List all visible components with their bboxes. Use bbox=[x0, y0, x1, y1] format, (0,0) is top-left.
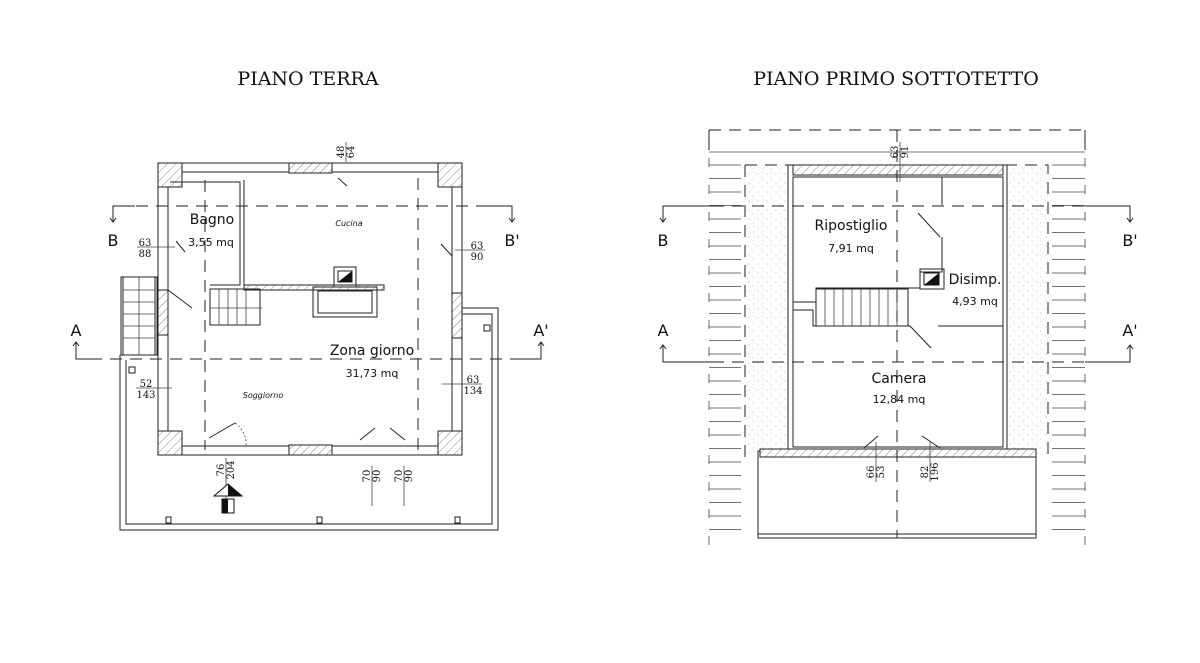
svg-text:63: 63 bbox=[139, 238, 152, 249]
opening-dimension: 82 196 bbox=[920, 442, 941, 482]
section-label-a-prime: A' bbox=[533, 321, 548, 340]
opening-dimension: 63 90 bbox=[455, 241, 485, 263]
svg-text:48: 48 bbox=[336, 146, 347, 159]
opening-dimension: 63 91 bbox=[890, 142, 911, 182]
wall-pillar bbox=[288, 444, 333, 456]
section-label-a: A bbox=[658, 321, 669, 340]
opening-dimension: 48 64 bbox=[336, 142, 357, 162]
opening-dimension: 63 134 bbox=[442, 375, 483, 397]
interior-stairs bbox=[209, 288, 262, 326]
svg-text:91: 91 bbox=[900, 146, 911, 159]
entrance-marker-icon bbox=[212, 483, 244, 514]
svg-text:63: 63 bbox=[890, 146, 901, 159]
ground-floor-plan: B B' A A' Bagno 3,55 mq Cucina Zona gior… bbox=[71, 142, 549, 531]
opening-dimension: 70 90 bbox=[394, 466, 415, 506]
room-label-disimpegno: Disimp. bbox=[949, 272, 1002, 288]
ground-floor-title: PIANO TERRA bbox=[237, 68, 378, 90]
svg-text:66: 66 bbox=[866, 466, 877, 479]
room-area-bagno: 3,55 mq bbox=[188, 236, 234, 249]
kitchen-partition bbox=[243, 180, 380, 286]
room-label-camera: Camera bbox=[872, 371, 927, 387]
room-area-camera: 12,84 mq bbox=[873, 393, 926, 406]
corner-pillar bbox=[437, 162, 463, 188]
opening-dimension: 70 90 bbox=[362, 466, 383, 506]
svg-text:143: 143 bbox=[136, 390, 155, 401]
wall-hatch bbox=[792, 164, 1004, 176]
svg-text:82: 82 bbox=[920, 466, 931, 479]
room-label-cucina: Cucina bbox=[335, 219, 362, 228]
corner-pillar bbox=[157, 162, 183, 188]
svg-text:90: 90 bbox=[471, 252, 484, 263]
fireplace bbox=[312, 266, 378, 318]
svg-text:63: 63 bbox=[471, 241, 484, 252]
opening-dimension: 63 88 bbox=[137, 238, 175, 260]
eaves-right bbox=[1007, 165, 1048, 455]
section-label-b-prime: B' bbox=[1122, 231, 1137, 250]
svg-text:196: 196 bbox=[930, 462, 941, 481]
entrance-door[interactable] bbox=[208, 422, 236, 439]
exterior-stairs bbox=[120, 276, 158, 356]
svg-text:70: 70 bbox=[362, 470, 373, 483]
room-label-ripostiglio: Ripostiglio bbox=[815, 218, 888, 234]
first-floor-title: PIANO PRIMO SOTTOTETTO bbox=[753, 68, 1039, 90]
chimney-icon bbox=[924, 273, 939, 285]
terrace bbox=[119, 307, 499, 531]
wall-pillar bbox=[451, 292, 463, 339]
room-area-ripostiglio: 7,91 mq bbox=[828, 242, 874, 255]
corner-pillar bbox=[437, 430, 463, 456]
svg-text:204: 204 bbox=[226, 460, 237, 479]
room-label-bagno: Bagno bbox=[190, 212, 235, 228]
first-floor-plan: B B' A A' Ripostiglio 7,91 mq Disimp. 4,… bbox=[658, 129, 1138, 545]
camera-partition bbox=[793, 309, 1003, 327]
svg-text:76: 76 bbox=[216, 464, 227, 477]
section-label-b-prime: B' bbox=[504, 231, 519, 250]
svg-text:90: 90 bbox=[372, 470, 383, 483]
svg-text:70: 70 bbox=[394, 470, 405, 483]
section-label-a-prime: A' bbox=[1122, 321, 1137, 340]
svg-text:53: 53 bbox=[876, 466, 887, 479]
section-label-b: B bbox=[108, 231, 119, 250]
opening-dimension: 52 143 bbox=[136, 379, 172, 401]
wall-hatch bbox=[759, 448, 1037, 458]
room-label-zona-giorno: Zona giorno bbox=[330, 343, 414, 359]
svg-text:52: 52 bbox=[140, 379, 153, 390]
svg-text:64: 64 bbox=[346, 146, 357, 159]
svg-text:134: 134 bbox=[463, 386, 482, 397]
section-label-a: A bbox=[71, 321, 82, 340]
room-label-soggiorno: Soggiorno bbox=[243, 391, 284, 400]
wall-pillar bbox=[288, 162, 333, 174]
svg-text:63: 63 bbox=[467, 375, 480, 386]
outer-walls bbox=[787, 164, 1008, 453]
svg-text:88: 88 bbox=[139, 249, 152, 260]
svg-text:90: 90 bbox=[404, 470, 415, 483]
interior-stairs bbox=[815, 288, 909, 327]
section-label-b: B bbox=[658, 231, 669, 250]
opening-dimension: 66 53 bbox=[866, 442, 887, 482]
outer-walls bbox=[157, 162, 463, 456]
wall-pillar bbox=[157, 289, 169, 336]
room-area-disimpegno: 4,93 mq bbox=[952, 295, 998, 308]
corner-pillar bbox=[157, 430, 183, 456]
room-area-zona-giorno: 31,73 mq bbox=[346, 367, 399, 380]
eaves-left bbox=[745, 165, 788, 455]
